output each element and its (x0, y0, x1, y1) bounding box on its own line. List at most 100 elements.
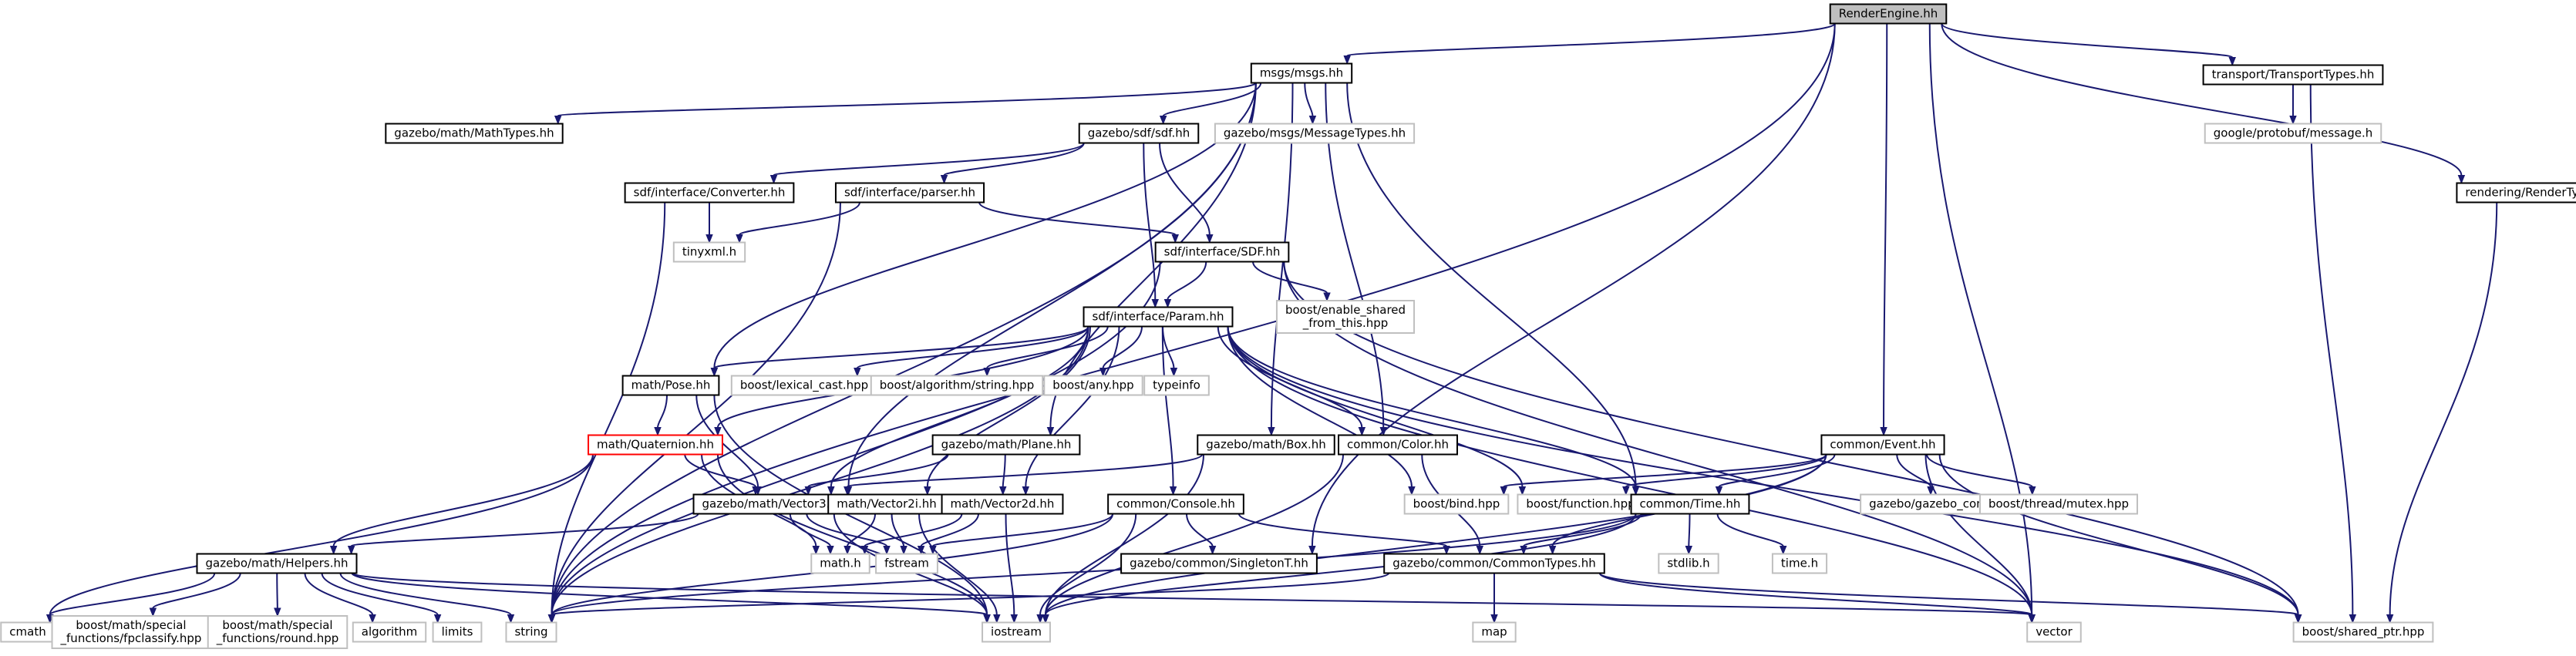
edge-arrowhead (2294, 614, 2302, 624)
node-label: gazebo/math/MathTypes.hh (394, 126, 554, 140)
node-sdfhh[interactable]: gazebo/sdf/sdf.hh (1078, 123, 1200, 144)
node-label: vector (2036, 625, 2073, 639)
node-box (1630, 493, 1750, 515)
node-parser[interactable]: sdf/interface/parser.hh (834, 182, 985, 204)
node-box (1517, 493, 1645, 515)
edge-renderengine-to-msgs (1343, 22, 1836, 65)
edge-line (1896, 454, 1932, 487)
node-vector3[interactable]: gazebo/math/Vector3.hh (692, 493, 854, 515)
edge-line (1718, 454, 1836, 488)
node-label: gazebo/gazebo_config.h (1869, 497, 2009, 512)
node-enableshared: boost/enable_shared_from_this.hpp (1275, 300, 1416, 334)
node-box (1083, 306, 1234, 328)
node-converter[interactable]: sdf/interface/Converter.hh (624, 182, 795, 204)
node-box (2026, 621, 2082, 643)
edge-line (713, 325, 1089, 369)
edge-arrowhead (1343, 56, 1351, 65)
edge-sdfsdf-to-enableshared (1252, 261, 1331, 302)
edge-renderengine-to-vector (1928, 23, 2036, 624)
edge-arrowhead (1379, 427, 1387, 436)
node-msgs[interactable]: msgs/msgs.hh (1250, 62, 1353, 84)
node-box (2202, 64, 2384, 86)
edge-arrowhead (1631, 486, 1640, 496)
edge-line (806, 513, 888, 547)
edge-layer (45, 22, 2498, 624)
edge-line (1227, 326, 2299, 615)
edge-arrowhead (369, 614, 376, 624)
node-box (1472, 621, 1517, 643)
node-box (2204, 123, 2382, 144)
node-timehh[interactable]: common/Time.hh (1630, 493, 1750, 515)
edge-vector2i-to-fstream (891, 513, 907, 555)
edge-param-to-lexicalcast (854, 326, 1089, 377)
edge-arrowhead (1208, 546, 1217, 555)
edge-commontypes-to-vector (1598, 572, 2036, 624)
node-commontypes[interactable]: gazebo/common/CommonTypes.hh (1383, 553, 1605, 574)
edge-param-to-pose (710, 325, 1089, 377)
node-algorithm: algorithm (352, 621, 427, 643)
edge-arrowhead (1151, 299, 1159, 308)
edge-line (856, 326, 1089, 369)
edge-line (1523, 513, 1642, 547)
node-quaternion[interactable]: math/Quaternion.hh (588, 434, 723, 456)
node-box (834, 182, 985, 204)
node-event[interactable]: common/Event.hh (1820, 434, 1945, 456)
node-plane[interactable]: gazebo/math/Plane.hh (931, 434, 1081, 456)
edge-line (931, 513, 1114, 547)
node-sdfsdf[interactable]: sdf/interface/SDF.hh (1154, 241, 1290, 263)
node-transporttypes[interactable]: transport/TransportTypes.hh (2202, 64, 2384, 86)
edge-line (1217, 326, 1363, 428)
node-pose[interactable]: math/Pose.hh (621, 375, 720, 396)
node-box (1275, 300, 1416, 334)
edge-line (1598, 572, 2299, 616)
node-box (941, 493, 1064, 515)
node-helpers[interactable]: gazebo/math/Helpers.hh (196, 553, 358, 574)
edge-line (695, 395, 759, 487)
node-box (875, 553, 938, 574)
node-box (1829, 3, 1948, 25)
node-color[interactable]: common/Color.hh (1338, 434, 1458, 456)
node-vector2i[interactable]: math/Vector2i.hh (827, 493, 946, 515)
node-console[interactable]: common/Console.hh (1107, 493, 1244, 515)
node-label: math/Quaternion.hh (597, 438, 714, 452)
node-param[interactable]: sdf/interface/Param.hh (1083, 306, 1234, 328)
node-lexicalcast: boost/lexical_cast.hpp (730, 375, 878, 396)
edge-timehh-to-timeh (1716, 513, 1787, 555)
node-singleton[interactable]: gazebo/common/SingletonT.hh (1120, 553, 1318, 574)
edge-console-to-commontypes (1237, 513, 1450, 555)
node-renderengine[interactable]: RenderEngine.hh (1829, 3, 1948, 25)
edge-line (1102, 326, 1143, 368)
edge-vector2i-to-iostream (918, 513, 1001, 624)
node-label: stdlib.h (1667, 557, 1709, 570)
edge-arrowhead (929, 546, 937, 555)
node-label: boost/enable_shared (1285, 303, 1406, 318)
node-box (810, 553, 870, 574)
edge-line (551, 202, 841, 615)
edge-arrowhead (983, 614, 991, 624)
edge-helpers-to-string (339, 573, 515, 624)
edge-event-to-function (1622, 454, 1827, 496)
node-box (1658, 553, 1719, 574)
edge-param-to-sharedptr (1227, 326, 2302, 624)
node-vector2d[interactable]: math/Vector2d.hh (941, 493, 1064, 515)
edge-msgs-to-mathtypes (554, 82, 1257, 125)
node-mathtypes[interactable]: gazebo/math/MathTypes.hh (385, 123, 564, 144)
node-box (1383, 553, 1605, 574)
edge-arrowhead (2386, 614, 2394, 624)
edge-arrowhead (1308, 546, 1316, 555)
node-label: common/Event.hh (1830, 438, 1935, 452)
node-protobuf: google/protobuf/message.h (2204, 123, 2382, 144)
node-box (385, 123, 564, 144)
edge-line (551, 513, 1637, 616)
edge-line (551, 572, 1390, 616)
node-box[interactable]: gazebo/math/Box.hh (1197, 434, 1335, 456)
edge-line (739, 202, 860, 236)
edge-arrowhead (2029, 486, 2036, 496)
edge-line (847, 513, 876, 547)
edge-sdfhh-to-sdfsdf (1159, 143, 1214, 244)
edge-arrowhead (2349, 614, 2357, 624)
edge-param-to-vector3 (827, 326, 1089, 496)
node-rendertypes[interactable]: rendering/RenderTypes.hh (2456, 182, 2576, 204)
edge-line (1252, 261, 1328, 294)
edge-line (920, 513, 979, 547)
